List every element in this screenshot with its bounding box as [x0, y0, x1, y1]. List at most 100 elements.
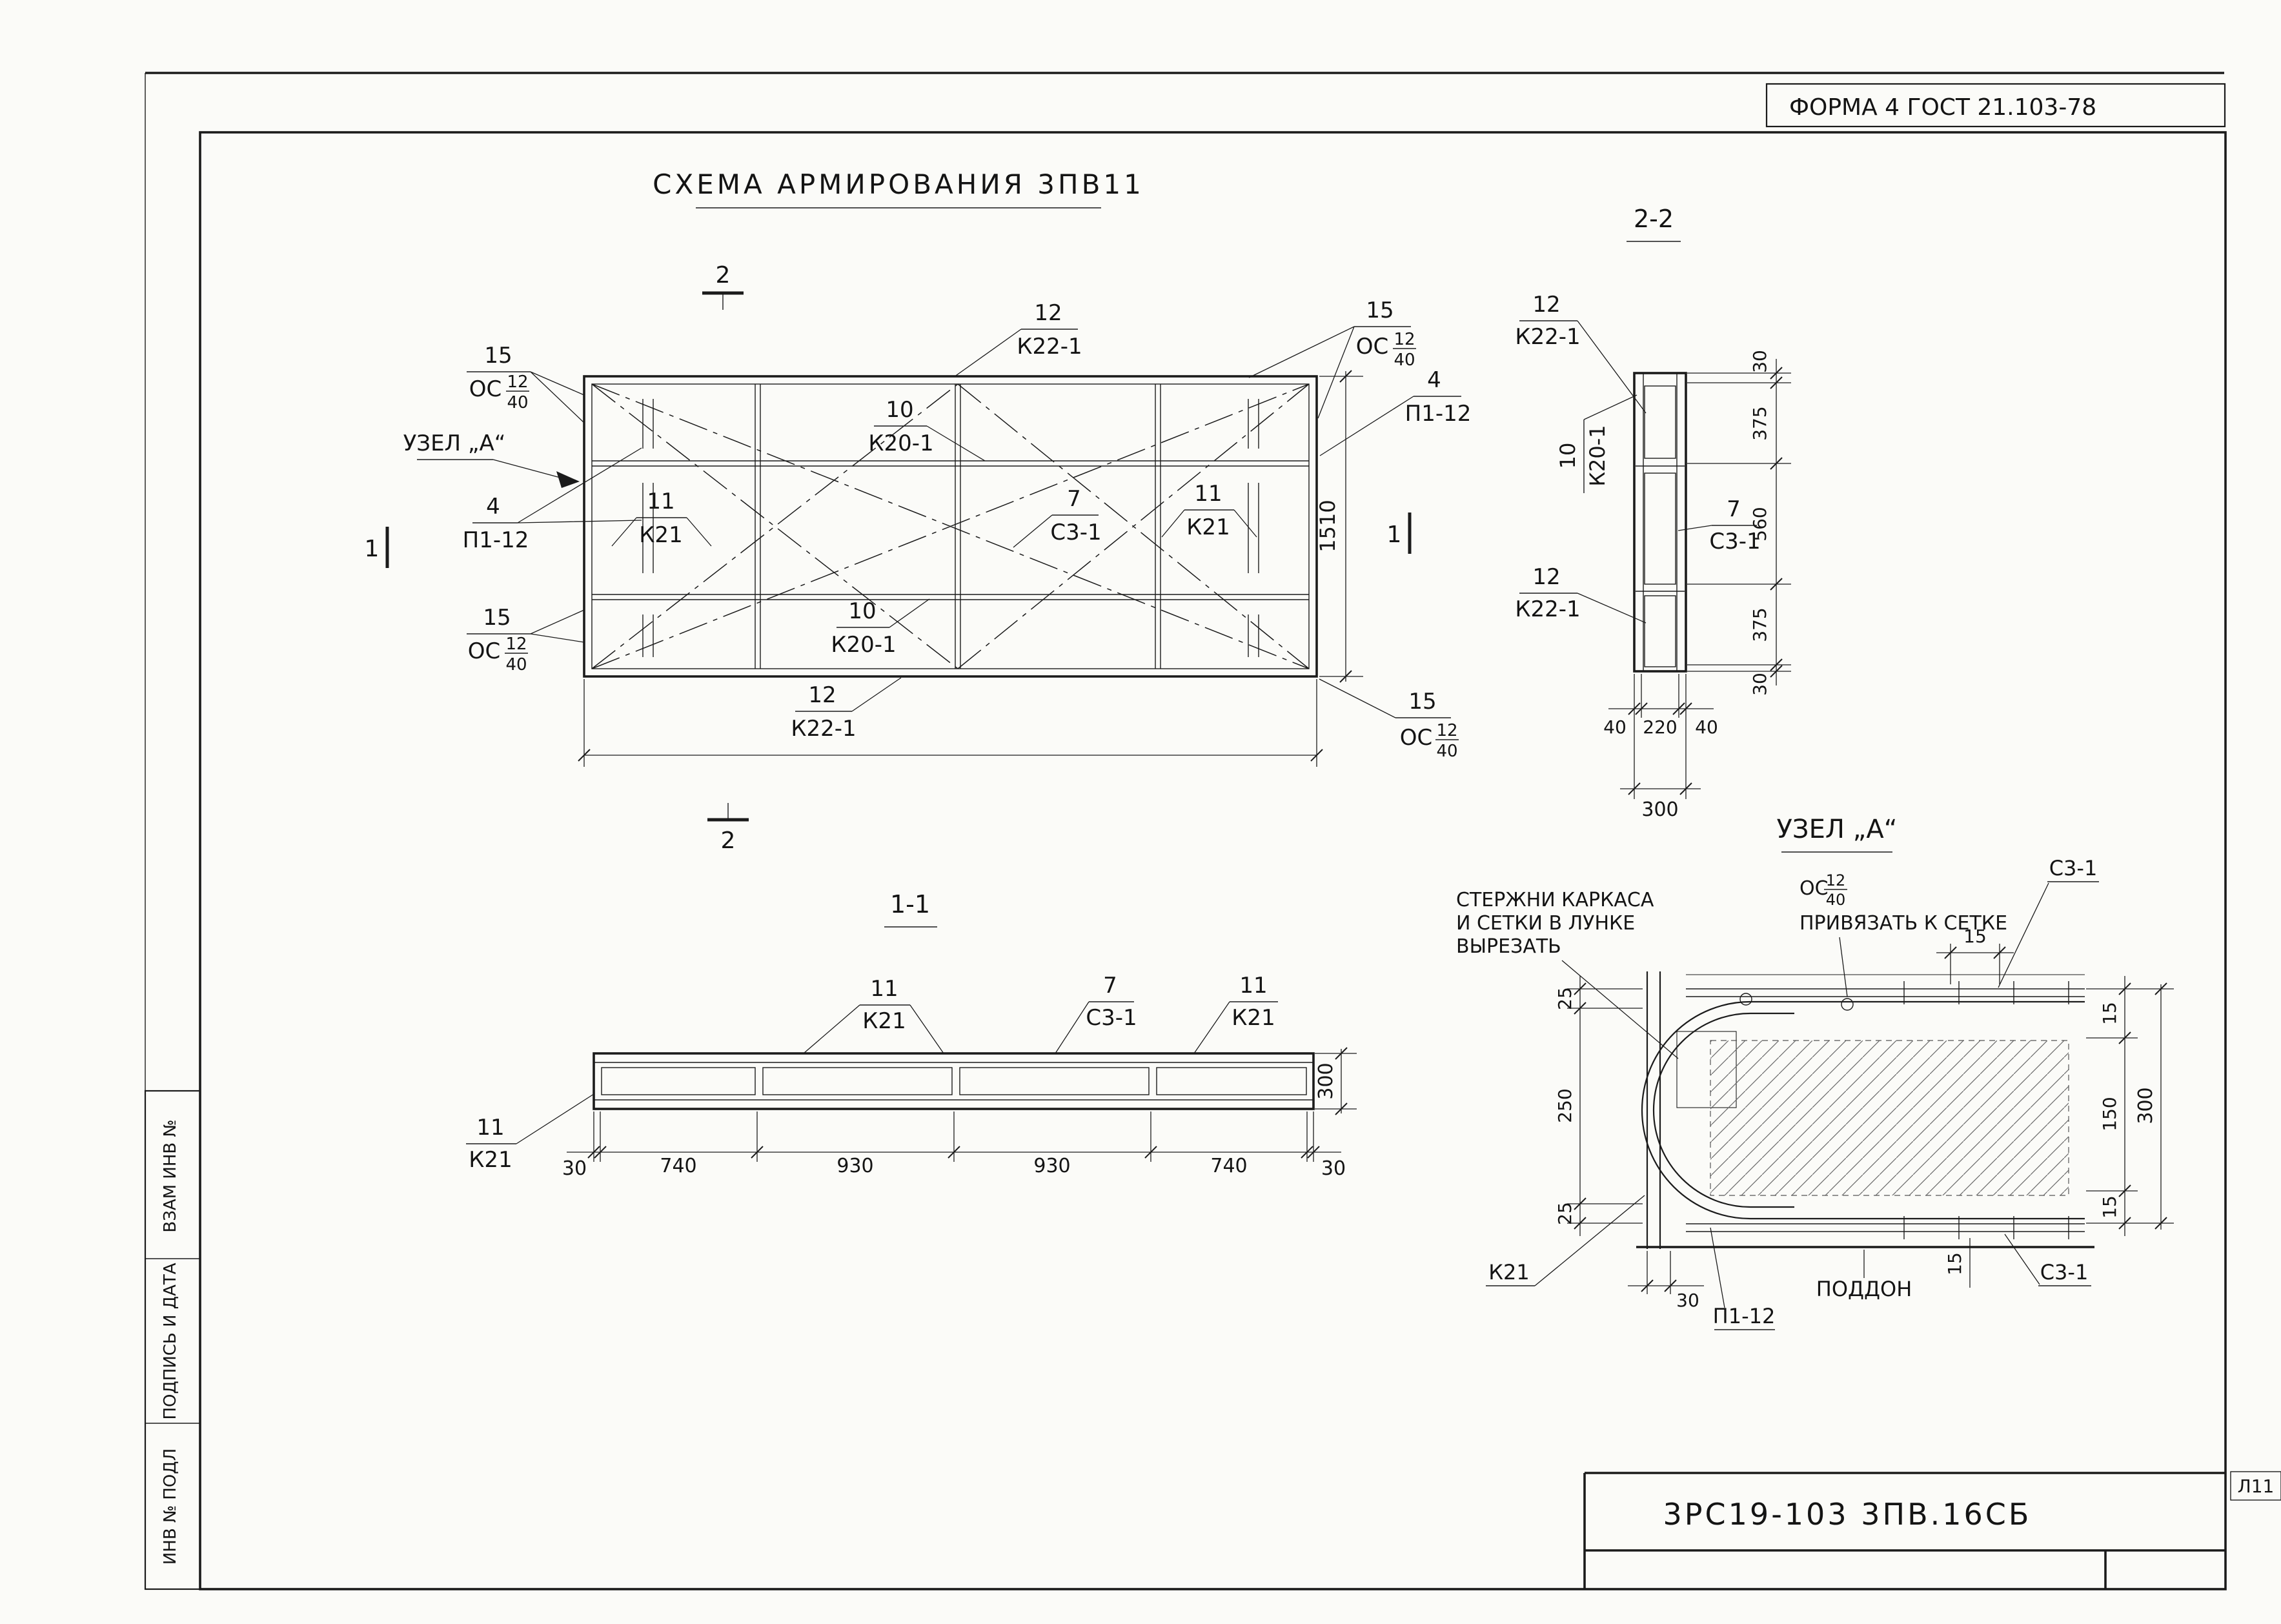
plan-inner-rect [591, 383, 1310, 669]
qty: 7 [1103, 973, 1117, 999]
node-dim-bottom: 30 [1628, 1251, 1704, 1311]
qty: 10 [1556, 443, 1580, 469]
plan-height-label: 1510 [1315, 500, 1340, 552]
mark: С3-1 [2040, 1260, 2089, 1284]
mark: К21 [639, 522, 682, 548]
plan-dim-bottom [578, 679, 1323, 767]
qty: 12 [1532, 564, 1560, 590]
s22-callout-s3: 7 С3-1 [1678, 496, 1761, 554]
tie-point-2 [1841, 998, 1854, 1011]
mark: П1-12 [1713, 1304, 1776, 1328]
plan-view: 2 2 1 1 УЗЕЛ „А“ 1510 15 ОС 12 40 [365, 262, 1472, 854]
qty: 7 [1067, 486, 1081, 512]
frac-den: 40 [1436, 742, 1457, 761]
k21-loop-inner [1652, 1012, 1794, 1208]
dim: 15 [2099, 1195, 2120, 1219]
dim: 25 [1554, 987, 1576, 1010]
sidebar-cell-mid: ПОДПИСЬ И ДАТА [161, 1263, 180, 1419]
s22-callout-k20-rotated: 10 К20-1 [1556, 394, 1637, 493]
qty: 15 [1366, 298, 1394, 323]
section-mark-1-left: 1 [365, 527, 389, 568]
qty: 10 [848, 598, 876, 624]
note-tie-to-mesh: ОС 12 40 ПРИВЯЗАТЬ К СЕТКЕ [1799, 871, 2007, 997]
mark-2-bottom-text: 2 [721, 827, 736, 854]
mark-2-top-text: 2 [716, 262, 731, 289]
plan-rib-lines [755, 384, 1161, 669]
mark-1-left-text: 1 [365, 536, 380, 562]
qty: 10 [886, 397, 913, 423]
note-cut-bars: СТЕРЖНИ КАРКАСА И СЕТКИ В ЛУНКЕ ВЫРЕЗАТЬ [1456, 889, 1679, 1059]
qty: 11 [476, 1115, 504, 1141]
mark: К22-1 [1515, 324, 1580, 350]
s22-block-mid [1644, 472, 1676, 585]
mark: ОС [468, 638, 501, 664]
callout-k21-left: 11 К21 [611, 489, 712, 548]
note-tie-name: ОС [1799, 877, 1829, 900]
mark: ОС [469, 376, 502, 402]
mark: К20-1 [868, 431, 933, 456]
frac-den: 40 [1826, 891, 1846, 909]
node-ref-text: УЗЕЛ „А“ [403, 431, 506, 456]
mark: С3-1 [1050, 520, 1101, 545]
mark: П1-12 [463, 527, 529, 553]
dim: 150 [2099, 1097, 2120, 1131]
qty: 4 [1427, 367, 1441, 393]
mark: К22-1 [1017, 334, 1082, 360]
s11-callout-s3: 7 С3-1 [1055, 973, 1137, 1054]
dim: 930 [836, 1155, 873, 1177]
node-dim-top: 15 [1936, 926, 2014, 984]
qty: 11 [1194, 481, 1222, 507]
callout-os-bottomleft: 15 ОС 12 40 [467, 605, 585, 675]
dim: 30 [1676, 1290, 1699, 1311]
qty: 12 [1034, 300, 1062, 326]
section-2-2: 2-2 12 К22-1 10 К20-1 7 С3-1 12 К22-1 30… [1515, 205, 1791, 821]
section-2-2-title: 2-2 [1634, 205, 1674, 233]
dim: 30 [562, 1157, 587, 1180]
mark: ПОДДОН [1816, 1277, 1912, 1301]
plan-outer-rect [583, 375, 1318, 678]
callout-os-bottomright: 15 ОС 12 40 [1319, 678, 1459, 761]
plan-diagonal-axes [591, 383, 1310, 669]
dim: 30 [1749, 350, 1770, 373]
mesh-bottom [1686, 1223, 2085, 1232]
stamp-text: ФОРМА 4 ГОСТ 21.103-78 [1789, 94, 2096, 121]
dim: 930 [1033, 1155, 1070, 1177]
node-dims-left: 25 250 25 [1554, 976, 1643, 1236]
mark: К21 [1186, 514, 1230, 540]
mark-1-right-text: 1 [1387, 522, 1402, 548]
dim: 740 [660, 1155, 696, 1177]
dim: 15 [1963, 926, 1987, 947]
callout-k22-top: 12 К22-1 [953, 300, 1082, 378]
callout-os-topleft: 15 ОС 12 40 [467, 343, 585, 423]
doc-number: 3РС19-103 3ПВ.16СБ [1663, 1497, 2032, 1532]
node-dim-gap: 15 [1944, 1238, 1971, 1288]
dim: 15 [2099, 1002, 2120, 1025]
node-a-reference: УЗЕЛ „А“ [403, 431, 580, 488]
mark: К21 [1488, 1260, 1529, 1284]
note-line-2: И СЕТКИ В ЛУНКЕ [1456, 912, 1635, 935]
label-p1-12: П1-12 [1710, 1227, 1776, 1330]
dim-total: 300 [1641, 798, 1678, 821]
qty: 12 [1532, 292, 1560, 318]
section-1-1-title: 1-1 [890, 890, 930, 919]
frac-num: 12 [507, 372, 528, 392]
s11-callout-k21-left: 11 К21 [466, 1093, 594, 1173]
note-line-3: ВЫРЕЗАТЬ [1456, 935, 1561, 958]
mark: П1-12 [1405, 401, 1472, 427]
sidebar-cell-top: ВЗАМ ИНВ № [161, 1119, 180, 1232]
qty: 11 [870, 976, 898, 1002]
callout-p1-left: 4 П1-12 [463, 447, 642, 553]
section-1-1: 1-1 11 К21 11 К21 7 С3-1 11 К21 30 740 9… [466, 890, 1357, 1180]
label-s3-bottom: С3-1 [2004, 1233, 2091, 1286]
mark: С3-1 [2049, 856, 2098, 880]
frac-den: 40 [505, 655, 527, 675]
frac-den: 40 [507, 393, 528, 412]
plan-rail-lines [592, 460, 1309, 600]
drawing-border [199, 131, 2227, 1590]
s22-block-bot [1644, 595, 1676, 667]
node-a-detail: УЗЕЛ „А“ СТЕРЖНИ КАРКАСА И СЕТКИ В ЛУНКЕ… [1456, 815, 2174, 1330]
s11-callout-k21-mid: 11 К21 [803, 976, 944, 1054]
k21-loop-outer [1641, 1000, 2085, 1220]
mesh-bottom-ticks [1903, 1216, 2069, 1239]
